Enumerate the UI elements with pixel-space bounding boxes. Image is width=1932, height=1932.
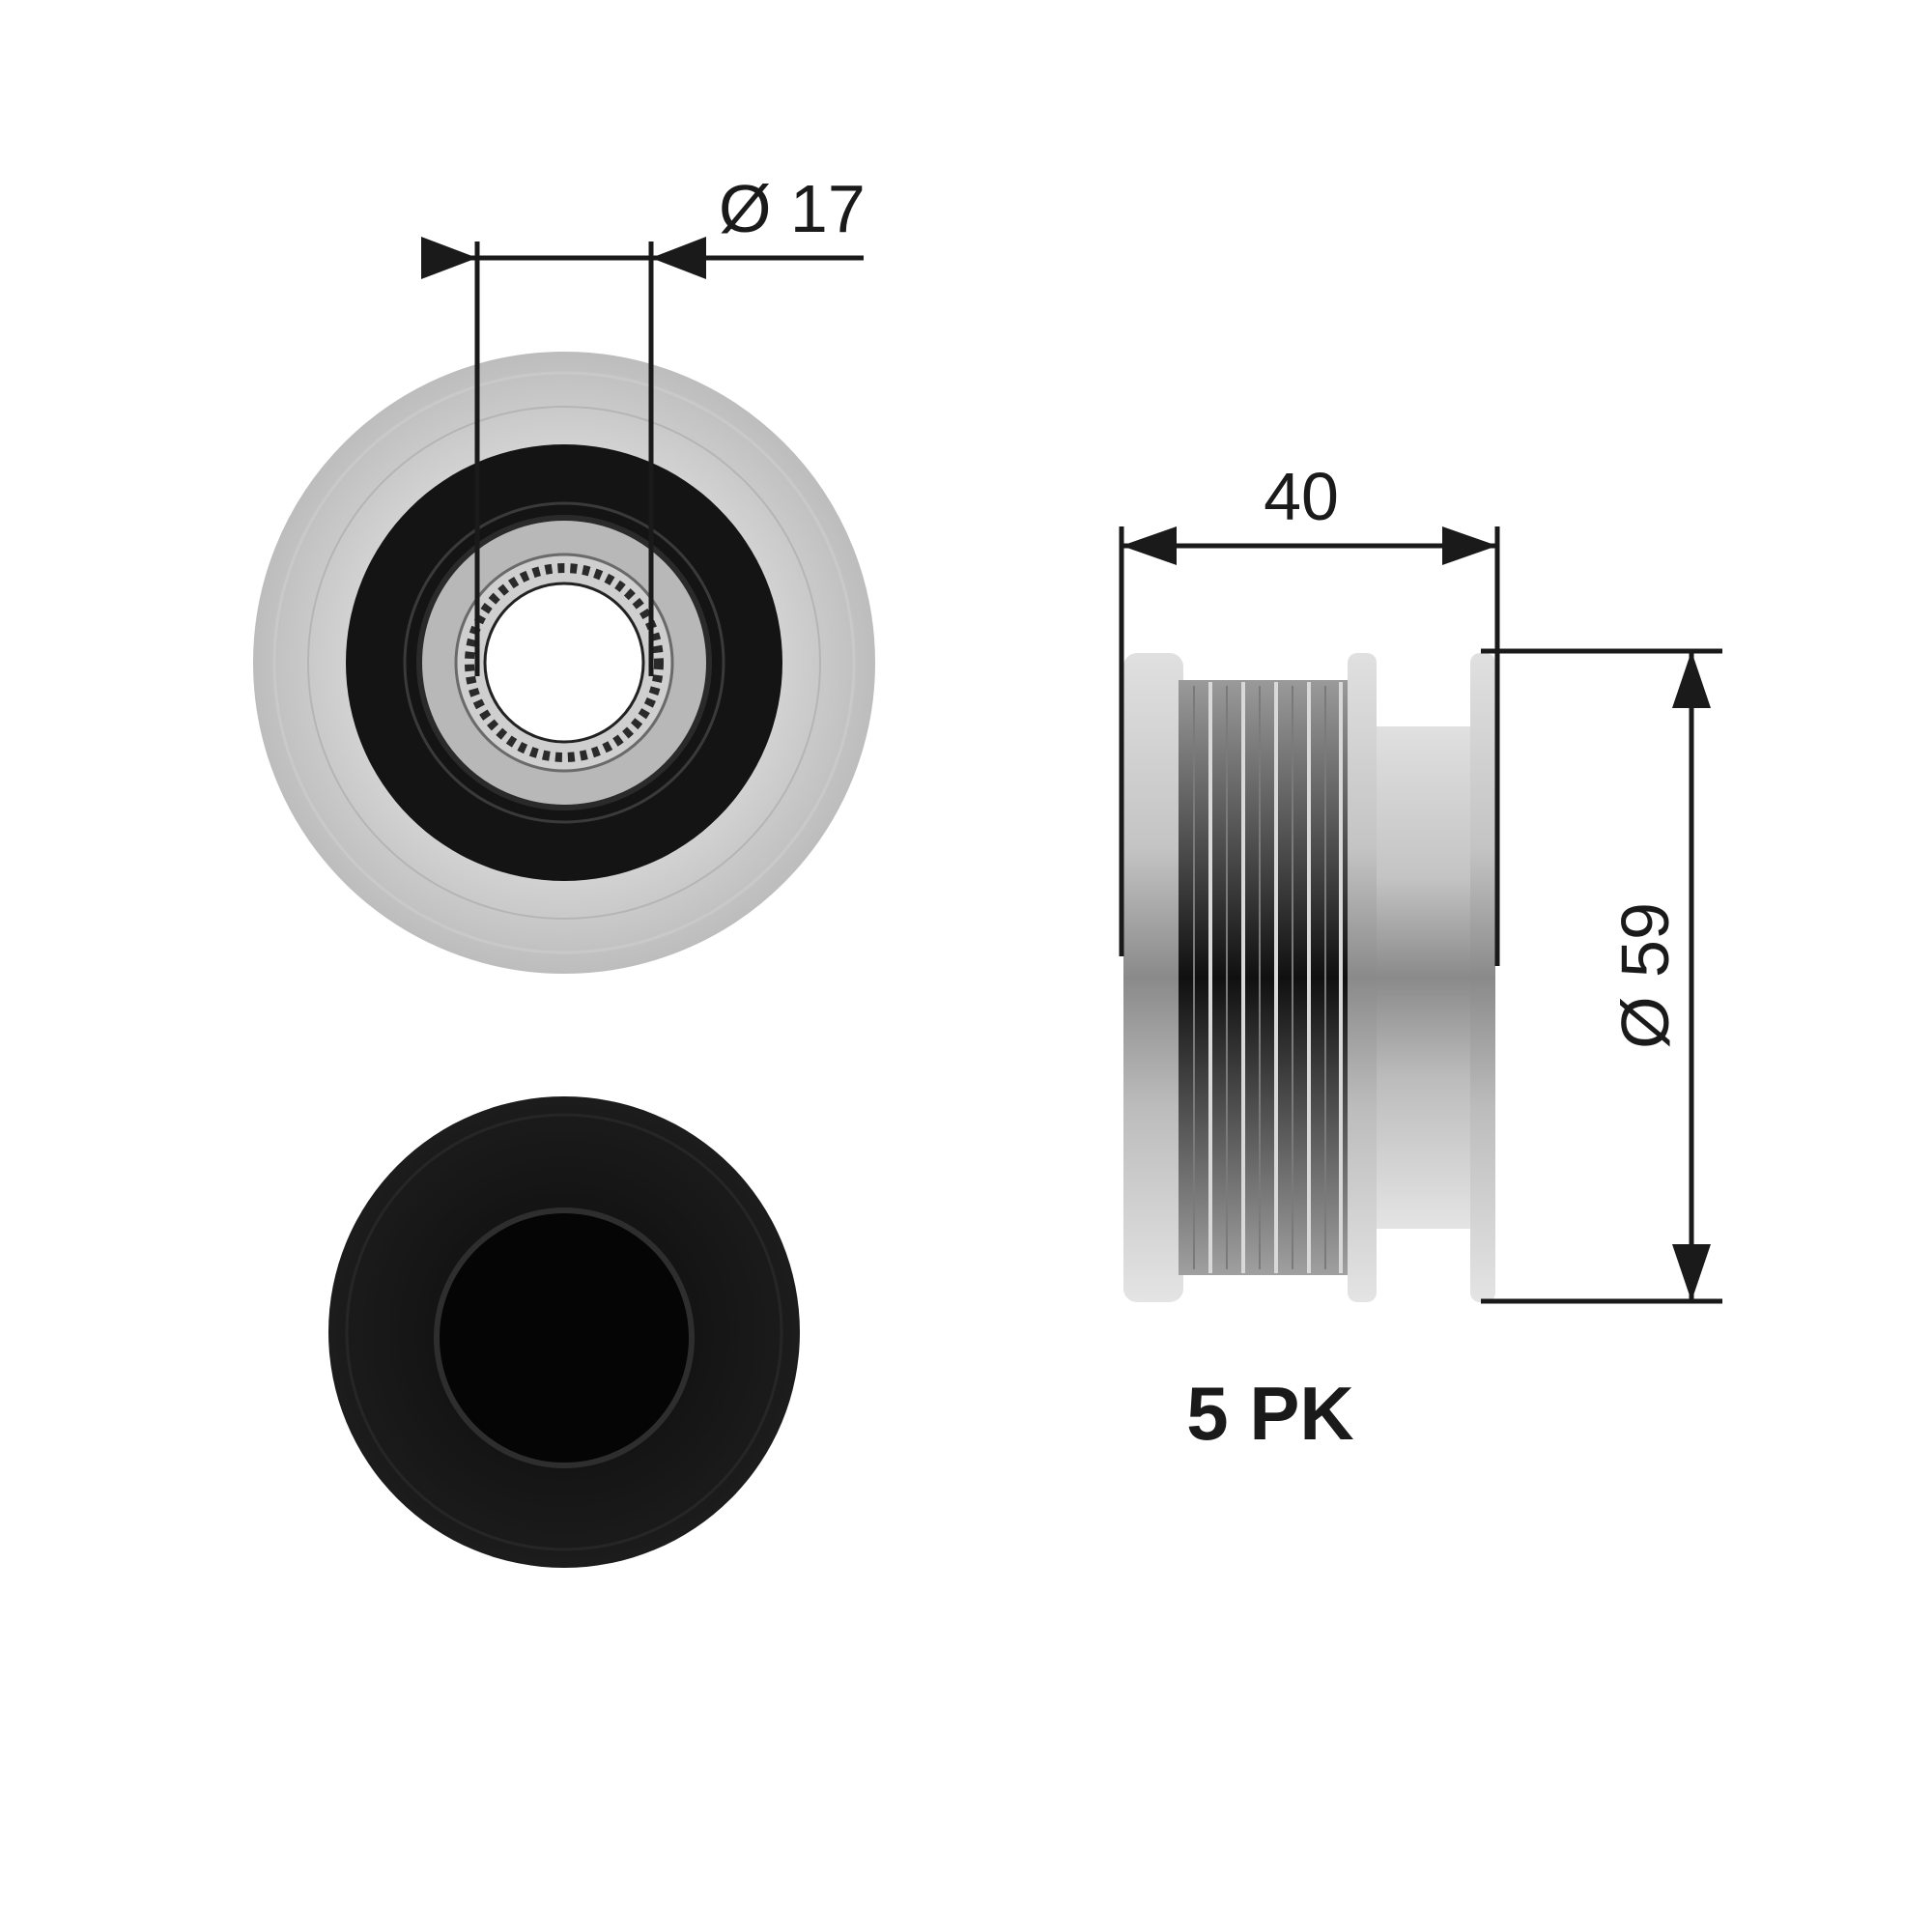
rear-flange [1470, 653, 1495, 1302]
width-label: 40 [1264, 459, 1339, 534]
arrow-right-icon [421, 237, 477, 279]
arrow-left-icon [651, 237, 706, 279]
bore-diameter-label: Ø 17 [719, 171, 866, 246]
bore-diameter-dimension [421, 237, 864, 676]
hub-section [1377, 726, 1488, 1229]
front-flange [1123, 653, 1183, 1302]
cap-view [328, 1096, 800, 1568]
cap-inner [434, 1208, 695, 1468]
arrow-right-icon [1442, 526, 1497, 565]
outer-diameter-label: Ø 59 [1607, 902, 1683, 1049]
arrow-up-icon [1672, 651, 1711, 708]
ribbed-section [1179, 680, 1348, 1275]
outer-diameter-dimension [1481, 648, 1722, 1304]
front-view-pulley [253, 352, 875, 974]
arrow-left-icon [1122, 526, 1177, 565]
width-dimension [1119, 526, 1500, 966]
profile-label: 5 PK [1186, 1371, 1353, 1456]
arrow-down-icon [1672, 1244, 1711, 1301]
spline-teeth [465, 563, 664, 762]
bore [483, 582, 645, 744]
middle-flange [1348, 653, 1377, 1302]
side-view-pulley [1123, 653, 1495, 1302]
